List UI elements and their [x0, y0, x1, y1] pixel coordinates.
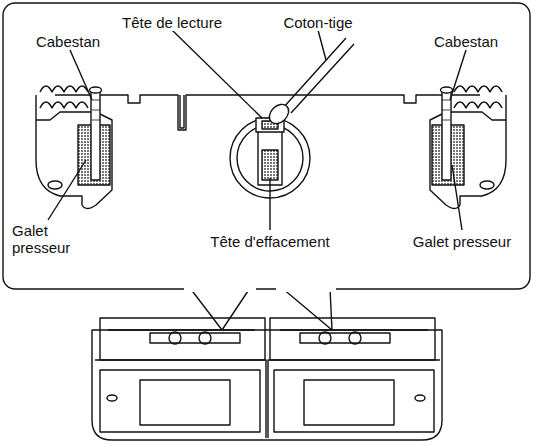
callout-frame — [3, 3, 530, 289]
part-label: Galet presseur — [411, 233, 513, 250]
callout-pointer — [282, 288, 332, 330]
pinch-roller-assembly — [36, 86, 112, 209]
part-label: Tête de lecture — [120, 14, 224, 31]
leader-lines — [48, 30, 466, 230]
erase-head — [258, 130, 282, 185]
part-label: Cabestan — [34, 33, 102, 50]
callout-pointer — [190, 288, 250, 330]
part-label: Galet presseur — [10, 222, 76, 256]
cassette-deck — [92, 318, 442, 440]
part-label: Tête d'effacement — [208, 233, 331, 250]
deck-edge — [55, 95, 480, 130]
part-label: Cabestan — [432, 33, 500, 50]
part-label: Coton-tige — [281, 14, 354, 31]
cotton-swab — [283, 38, 354, 113]
